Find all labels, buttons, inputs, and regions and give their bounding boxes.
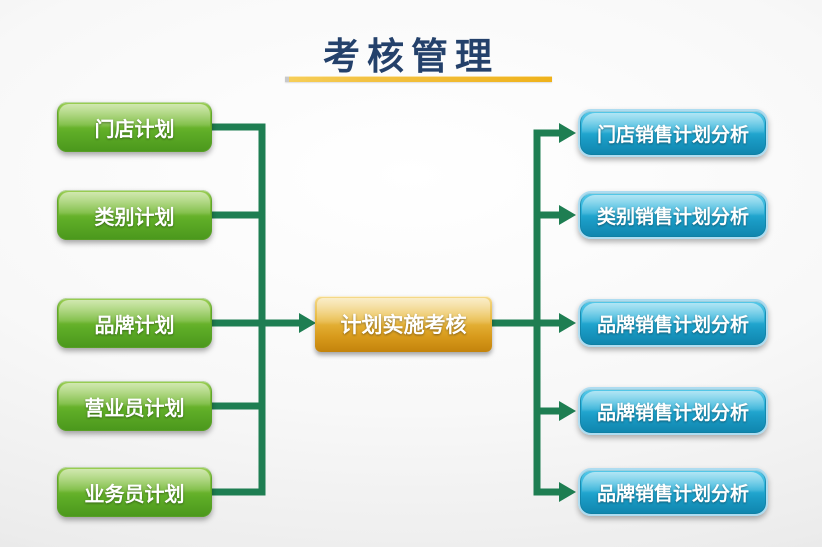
node-label: 类别销售计划分析: [596, 206, 749, 228]
node-label: 品牌销售计划分析: [596, 402, 749, 424]
node-brand-sales-plan-analysis-1: 品牌销售计划分析: [578, 299, 768, 347]
node-label: 品牌销售计划分析: [596, 314, 749, 336]
node-label: 类别计划: [94, 206, 175, 229]
node-label: 品牌销售计划分析: [596, 483, 749, 505]
arrowhead-center-in-icon: [299, 313, 316, 333]
node-label: 门店计划: [94, 118, 175, 141]
node-label: 计划实施考核: [340, 314, 467, 337]
arrowhead-right-1-icon: [559, 123, 576, 143]
arrowhead-right-5-icon: [559, 482, 576, 502]
arrowhead-right-3-icon: [559, 313, 576, 333]
node-label: 业务员计划: [84, 483, 185, 506]
page-title: 考核管理: [323, 37, 499, 78]
node-label: 门店销售计划分析: [596, 124, 749, 146]
node-store-sales-plan-analysis: 门店销售计划分析: [578, 109, 768, 157]
node-salesclerk-plan: 营业员计划: [57, 381, 212, 431]
node-plan-implementation-assessment: 计划实施考核: [315, 296, 492, 352]
arrowhead-right-2-icon: [559, 205, 576, 225]
node-brand-sales-plan-analysis-2: 品牌销售计划分析: [578, 387, 768, 435]
node-label: 营业员计划: [84, 397, 185, 420]
node-category-plan: 类别计划: [57, 190, 212, 240]
node-brand-plan: 品牌计划: [57, 298, 212, 348]
node-salesman-plan: 业务员计划: [57, 467, 212, 517]
node-label: 品牌计划: [94, 314, 175, 337]
node-store-plan: 门店计划: [57, 102, 212, 152]
node-brand-sales-plan-analysis-3: 品牌销售计划分析: [578, 468, 768, 516]
node-category-sales-plan-analysis: 类别销售计划分析: [578, 191, 768, 239]
arrowhead-right-4-icon: [559, 401, 576, 421]
title-underline: [285, 76, 552, 82]
